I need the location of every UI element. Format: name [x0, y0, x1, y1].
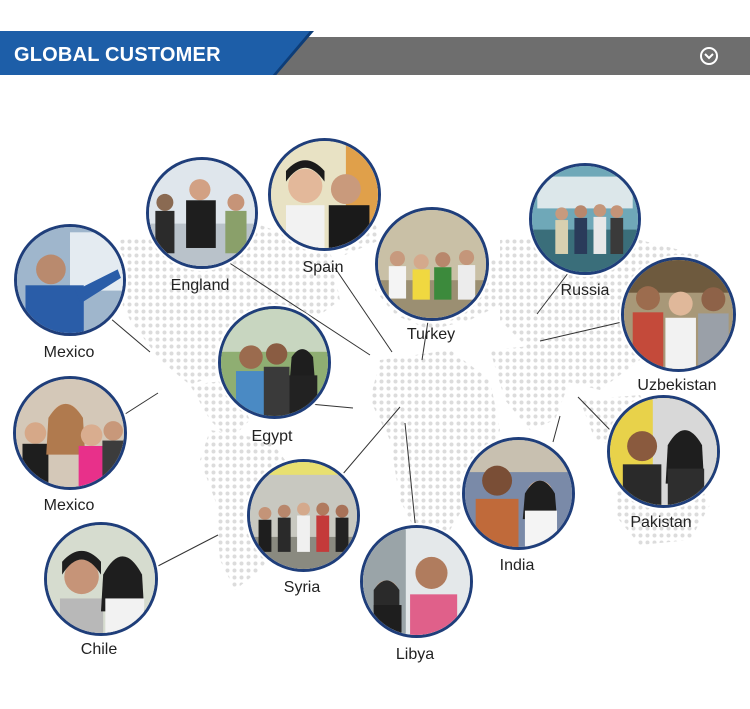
customer-photo-syria: [247, 459, 360, 572]
photo-russia-image: [532, 166, 638, 272]
photo-spain-image: [271, 141, 378, 248]
page-title: GLOBAL CUSTOMER: [14, 44, 221, 66]
country-label: Uzbekistan: [637, 377, 717, 394]
photo-syria-image: [250, 462, 357, 569]
country-label: Libya: [395, 646, 435, 663]
customer-photo-mexico-2: [13, 376, 127, 490]
customer-photo-mexico-1: [14, 224, 126, 336]
country-label: Syria: [283, 579, 321, 596]
country-label: Spain: [302, 259, 344, 276]
photo-libya-image: [363, 528, 470, 635]
customer-photo-pakistan: [607, 395, 720, 508]
photo-pakistan-image: [610, 398, 717, 505]
country-label: England: [170, 277, 230, 294]
customer-photo-india: [462, 437, 575, 550]
customer-photo-libya: [360, 525, 473, 638]
photo-egypt-image: [221, 309, 328, 416]
chevron-down-circle-icon[interactable]: [700, 47, 718, 65]
photo-turkey-image: [378, 210, 486, 318]
customer-photo-uzbekistan: [621, 257, 736, 372]
connector-lines: [109, 261, 623, 567]
customer-photo-turkey: [375, 207, 489, 321]
photo-mexico-1-image: [17, 227, 123, 333]
country-label: Turkey: [406, 326, 456, 343]
country-label: India: [499, 557, 535, 574]
country-label: Mexico: [43, 344, 95, 361]
header-title-block: [0, 31, 310, 75]
customer-photo-chile: [44, 522, 158, 636]
country-label: Mexico: [43, 497, 95, 514]
photo-chile-image: [47, 525, 155, 633]
photo-uzbekistan-image: [624, 260, 733, 369]
customer-photo-spain: [268, 138, 381, 251]
photo-india-image: [465, 440, 572, 547]
country-label: Pakistan: [630, 514, 692, 531]
customer-photo-england: [146, 157, 258, 269]
header-banner: GLOBAL CUSTOMER: [0, 31, 750, 75]
country-label: Russia: [560, 282, 610, 299]
country-label: Egypt: [251, 428, 293, 445]
country-label: Chile: [80, 641, 118, 658]
photo-england-image: [149, 160, 255, 266]
customer-photo-egypt: [218, 306, 331, 419]
customer-photo-russia: [529, 163, 641, 275]
photo-mexico-2-image: [16, 379, 124, 487]
